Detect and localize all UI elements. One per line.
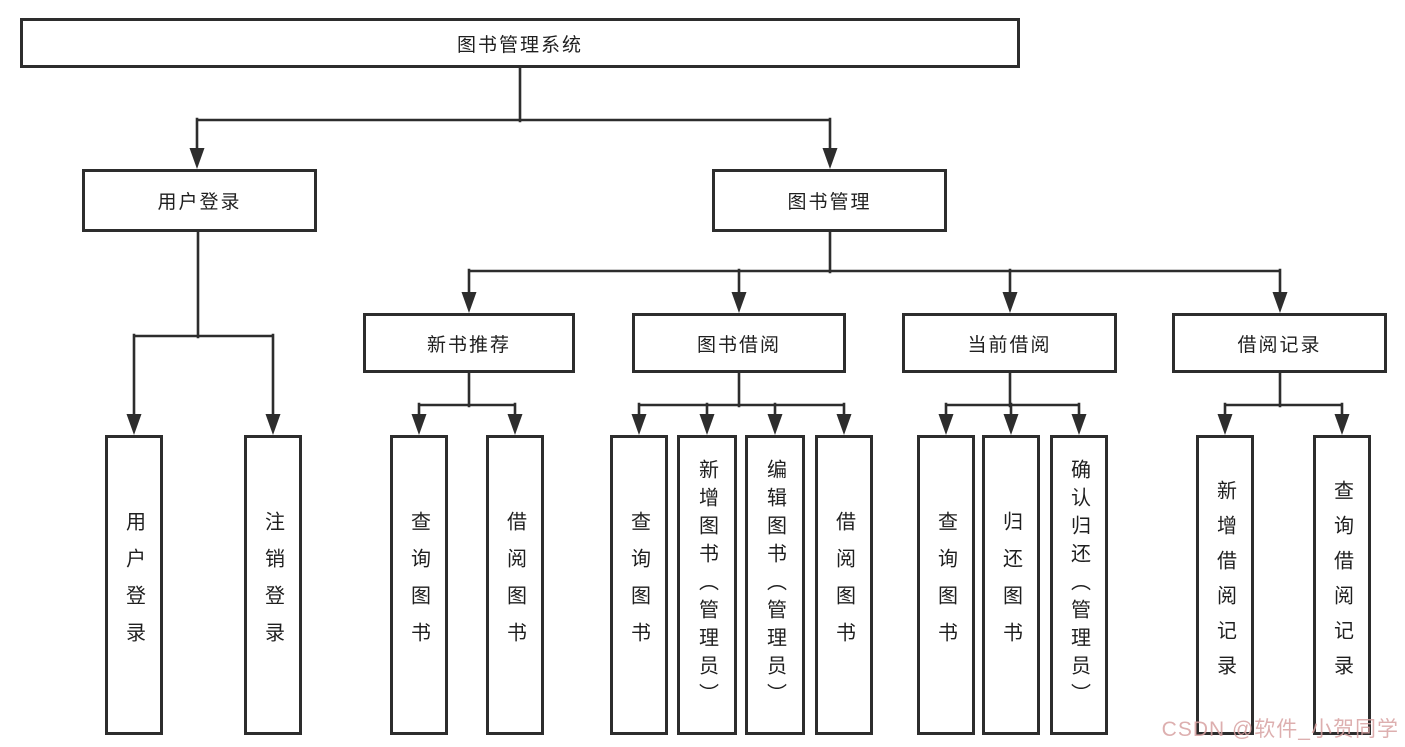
leaf-user-login: 用户登录 — [105, 435, 163, 735]
leaf-user-login-label: 用户登录 — [122, 511, 145, 659]
node-borrow-record-label: 借阅记录 — [1237, 334, 1322, 356]
leaf-borrow-book-2: 借阅图书 — [815, 435, 873, 735]
leaf-query-book-1-label: 查询图书 — [407, 511, 430, 659]
node-book-management-label: 图书管理 — [787, 192, 872, 213]
leaf-logout-label: 注销登录 — [261, 511, 284, 659]
leaf-add-borrow-record: 新增借阅记录 — [1196, 435, 1254, 735]
arrowheads — [126, 148, 1350, 435]
node-new-book-recommend: 新书推荐 — [363, 313, 575, 373]
watermark: CSDN @软件_小贺同学 — [1161, 718, 1399, 741]
leaf-query-book-2-label: 查询图书 — [627, 511, 650, 659]
node-root-label: 图书管理系统 — [456, 34, 583, 56]
node-current-borrow: 当前借阅 — [902, 313, 1117, 373]
leaf-query-borrow-record: 查询借阅记录 — [1313, 435, 1371, 735]
leaf-logout: 注销登录 — [244, 435, 302, 735]
leaf-return-book-label: 归还图书 — [999, 511, 1022, 659]
leaf-query-book-3-label: 查询图书 — [934, 511, 957, 659]
leaf-query-book-2: 查询图书 — [610, 435, 668, 735]
leaf-confirm-return-admin: 确认归还（管理员） — [1050, 435, 1108, 735]
leaf-borrow-book-1-label: 借阅图书 — [503, 511, 526, 659]
node-user-login: 用户登录 — [82, 169, 317, 232]
leaf-add-book-admin-label: 新增图书（管理员） — [695, 459, 718, 711]
node-user-login-label: 用户登录 — [157, 192, 242, 213]
node-root: 图书管理系统 — [20, 18, 1020, 68]
leaf-add-book-admin: 新增图书（管理员） — [677, 435, 737, 735]
leaf-edit-book-admin-label: 编辑图书（管理员） — [763, 459, 786, 711]
leaf-query-borrow-record-label: 查询借阅记录 — [1330, 480, 1353, 690]
node-new-book-recommend-label: 新书推荐 — [426, 334, 511, 356]
leaf-return-book: 归还图书 — [982, 435, 1040, 735]
leaf-edit-book-admin: 编辑图书（管理员） — [745, 435, 805, 735]
node-borrow-record: 借阅记录 — [1172, 313, 1387, 373]
node-current-borrow-label: 当前借阅 — [967, 334, 1052, 356]
leaf-query-book-3: 查询图书 — [917, 435, 975, 735]
leaf-borrow-book-2-label: 借阅图书 — [832, 511, 855, 659]
leaf-confirm-return-admin-label: 确认归还（管理员） — [1067, 459, 1090, 711]
leaf-borrow-book-1: 借阅图书 — [486, 435, 544, 735]
node-book-borrow-label: 图书借阅 — [696, 334, 781, 356]
leaf-add-borrow-record-label: 新增借阅记录 — [1213, 480, 1236, 690]
node-book-borrow: 图书借阅 — [632, 313, 846, 373]
node-book-management: 图书管理 — [712, 169, 947, 232]
leaf-query-book-1: 查询图书 — [390, 435, 448, 735]
